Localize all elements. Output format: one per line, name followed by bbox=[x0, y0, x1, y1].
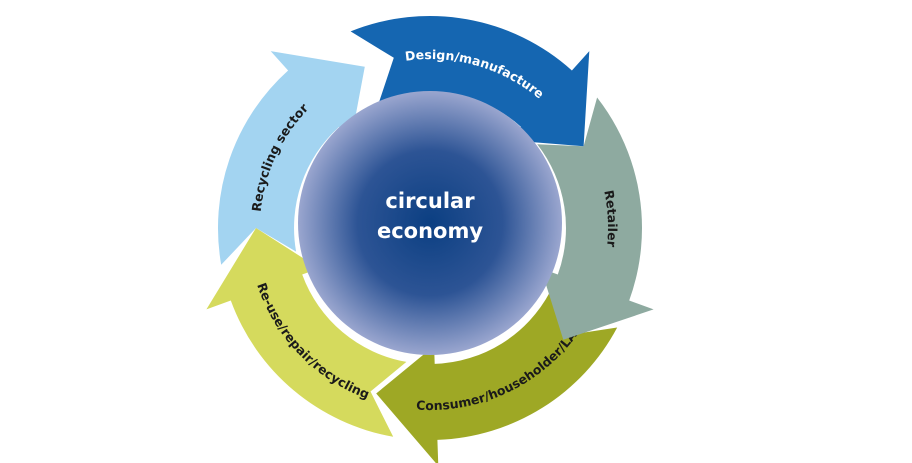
segment-retailer: Retailer bbox=[537, 97, 654, 340]
consumer-householder-arrow bbox=[376, 291, 618, 463]
retailer-arrow bbox=[537, 97, 654, 340]
reuse-repair-recycling-arrow bbox=[206, 228, 407, 437]
center-title-line1: circular bbox=[385, 189, 475, 213]
recycling-sector-arrow bbox=[217, 51, 365, 265]
center-title-line2: economy bbox=[377, 219, 483, 243]
retailer-label: Retailer bbox=[601, 189, 620, 249]
design-manufacture-arrow bbox=[350, 15, 590, 147]
center-circle bbox=[298, 91, 562, 355]
svg-text:Retailer: Retailer bbox=[601, 189, 620, 249]
